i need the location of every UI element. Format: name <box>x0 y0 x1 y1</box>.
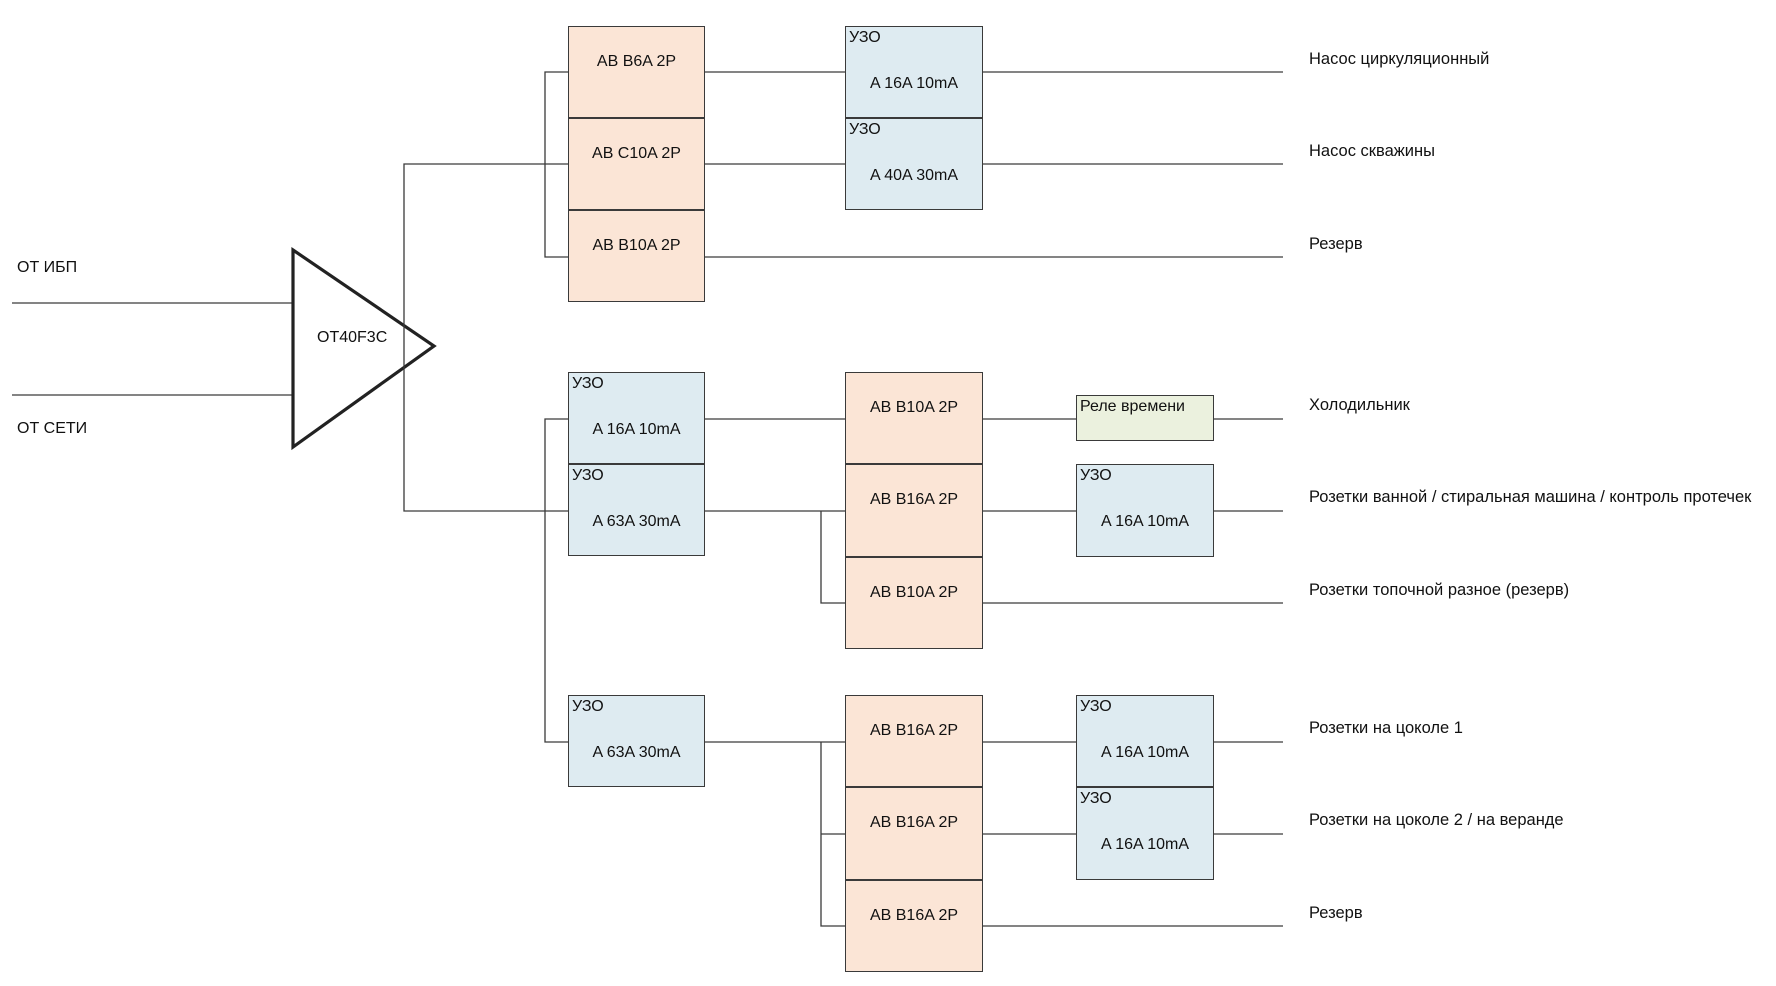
wire-g3-branch <box>820 742 845 927</box>
wire-bus-group1 <box>544 71 568 258</box>
breaker-label: АВ B16A 2P <box>869 907 959 924</box>
breaker-g3-2: АВ B16A 2P <box>845 787 983 880</box>
breaker-g1-b10: АВ B10A 2P <box>568 210 705 302</box>
input-label-ups: ОТ ИБП <box>17 259 78 276</box>
rcd-header: УЗО <box>1080 698 1112 715</box>
wire-trunk-top <box>403 163 568 368</box>
rcd-g3-out-2: УЗО A 16A 10mA <box>1076 787 1214 880</box>
breaker-g1-b6: АВ B6A 2P <box>568 26 705 118</box>
breaker-label: АВ B10A 2P <box>592 237 681 254</box>
rcd-rating: A 16A 10mA <box>1100 513 1190 530</box>
load-fridge: Холодильник <box>1309 396 1410 414</box>
breaker-label: АВ B6A 2P <box>596 53 677 70</box>
breaker-label: АВ B10A 2P <box>869 584 959 601</box>
rcd-header: УЗО <box>572 375 604 392</box>
rcd-g3-in: УЗО A 63A 30mA <box>568 695 705 787</box>
load-boiler-room: Розетки топочной разное (резерв) <box>1309 581 1570 599</box>
breaker-g1-c10: АВ C10A 2P <box>568 118 705 210</box>
breaker-label: АВ B16A 2P <box>869 722 959 739</box>
rcd-g2-in-1: УЗО A 16A 10mA <box>568 372 705 464</box>
rcd-g2-out: УЗО A 16A 10mA <box>1076 464 1214 557</box>
time-relay: Реле времени <box>1076 395 1214 441</box>
rcd-header: УЗО <box>572 467 604 484</box>
breaker-label: АВ B10A 2P <box>869 399 959 416</box>
relay-label: Реле времени <box>1080 398 1185 415</box>
rcd-g2-in-2: УЗО A 63A 30mA <box>568 464 705 556</box>
rcd-header: УЗО <box>849 121 881 138</box>
breaker-label: АВ B16A 2P <box>869 491 959 508</box>
wire-bus-group23 <box>544 418 568 743</box>
load-reserve-2: Резерв <box>1309 904 1363 922</box>
rcd-rating: A 16A 10mA <box>1100 836 1190 853</box>
rcd-header: УЗО <box>572 698 604 715</box>
rcd-rating: A 63A 30mA <box>592 513 681 530</box>
rcd-rating: A 40A 30mA <box>869 167 959 184</box>
rcd-header: УЗО <box>1080 467 1112 484</box>
breaker-g2-2: АВ B16A 2P <box>845 464 983 557</box>
load-reserve-1: Резерв <box>1309 235 1363 253</box>
rcd-g1-2: УЗО A 40A 30mA <box>845 118 983 210</box>
breaker-label: АВ B16A 2P <box>869 814 959 831</box>
rcd-rating: A 16A 10mA <box>869 75 959 92</box>
load-pump-circ: Насос циркуляционный <box>1309 50 1490 68</box>
rcd-header: УЗО <box>1080 790 1112 807</box>
load-basement-2: Розетки на цоколе 2 / на веранде <box>1309 811 1564 829</box>
breaker-label: АВ C10A 2P <box>592 145 681 162</box>
rcd-rating: A 63A 30mA <box>592 744 681 761</box>
breaker-g3-3: АВ B16A 2P <box>845 880 983 972</box>
rcd-rating: A 16A 10mA <box>1100 744 1190 761</box>
rcd-rating: A 16A 10mA <box>592 421 681 438</box>
wire-trunk-bottom <box>403 368 568 512</box>
input-label-grid: ОТ СЕТИ <box>17 420 88 437</box>
transfer-switch-label: OT40F3C <box>317 329 388 346</box>
rcd-header: УЗО <box>849 29 881 46</box>
breaker-g2-3: АВ B10A 2P <box>845 557 983 649</box>
transfer-switch-triangle <box>291 246 437 451</box>
load-pump-well: Насос скважины <box>1309 142 1435 160</box>
breaker-g3-1: АВ B16A 2P <box>845 695 983 787</box>
rcd-g3-out-1: УЗО A 16A 10mA <box>1076 695 1214 787</box>
load-bath: Розетки ванной / стиральная машина / кон… <box>1309 488 1752 506</box>
breaker-g2-1: АВ B10A 2P <box>845 372 983 464</box>
wire-g2-branch-ab3 <box>820 511 845 604</box>
load-basement-1: Розетки на цоколе 1 <box>1309 719 1463 737</box>
rcd-g1-1: УЗО A 16A 10mA <box>845 26 983 118</box>
